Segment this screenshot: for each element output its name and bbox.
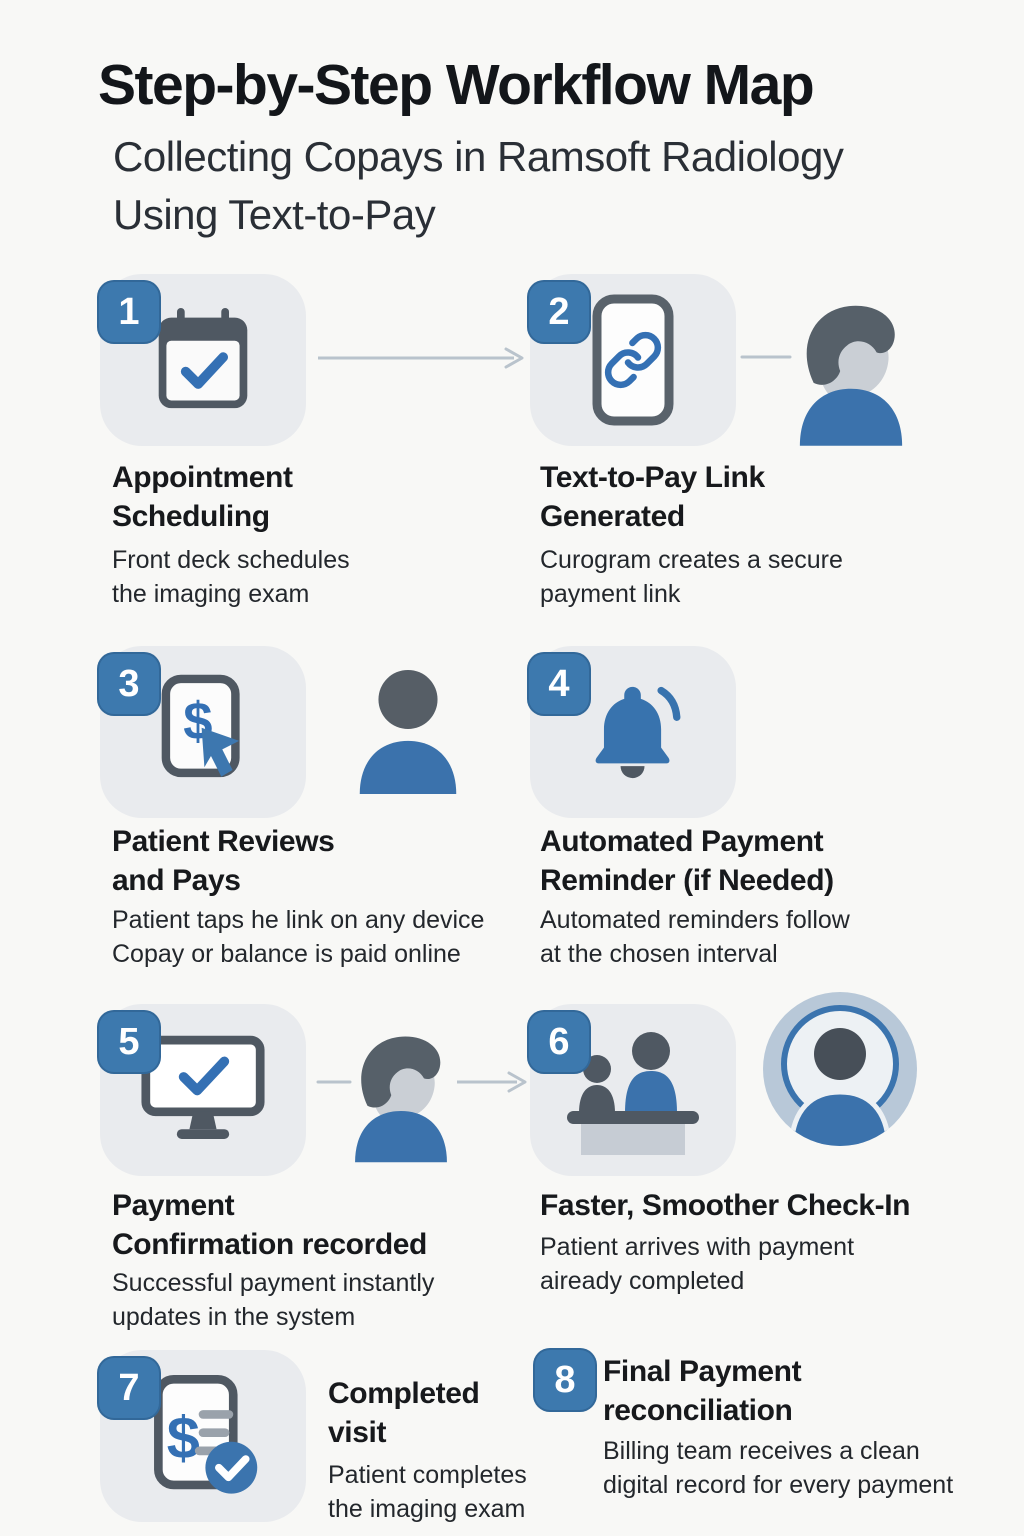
flow-connector [316, 1080, 352, 1084]
step-1-tile: 1 [97, 274, 306, 446]
calendar-check-icon [158, 308, 248, 409]
step-2-description: Curogram creates a secure payment link [540, 546, 843, 608]
person-icon [359, 669, 457, 794]
subtitle-line: Using Text-to-Pay [113, 191, 436, 238]
step-7-description: Patient completes the imaging exam [328, 1461, 527, 1523]
receipt-check-icon: $ [154, 1375, 258, 1494]
step-5-title: Payment Confirmation recorded [112, 1189, 427, 1261]
step-5-description: Successful payment instantly updates in … [112, 1269, 435, 1331]
step-8-description: Billing team receives a clean digital re… [603, 1437, 954, 1499]
page-title: Step-by-Step Workflow Map [98, 53, 815, 117]
monitor-check-icon [141, 1035, 265, 1139]
step-6-description: Patient arrives with payment aiready com… [540, 1233, 855, 1295]
person-profile-icon [799, 305, 903, 446]
step-6-title: Faster, Smoother Check-In [540, 1189, 911, 1222]
step-2-title: Text-to-Pay Link Generated [540, 461, 765, 533]
patient-avatar-icon [763, 992, 917, 1146]
flow-arrow [457, 1071, 527, 1093]
flow-connector [740, 355, 792, 359]
step-4-tile: 4 [527, 646, 736, 818]
person-profile-icon [355, 1036, 447, 1163]
step-4-description: Automated reminders follow at the chosen… [540, 906, 850, 968]
step-8-badge: 8 [533, 1348, 597, 1412]
svg-text:$: $ [167, 1404, 200, 1471]
step-4-badge: 4 [527, 652, 591, 716]
step-1-badge: 1 [97, 280, 161, 344]
page-subtitle: Collecting Copays in Ramsoft Radiology U… [113, 128, 844, 244]
step-7-title: Completed visit [328, 1377, 480, 1449]
step-4-title: Automated Payment Reminder (if Needed) [540, 825, 834, 897]
step-1-description: Front deck schedules the imaging exam [112, 546, 350, 608]
step-5-badge: 5 [97, 1010, 161, 1074]
step-5-tile: 5 [97, 1004, 306, 1176]
step-3-badge: 3 [97, 652, 161, 716]
flow-arrow [318, 347, 524, 369]
step-8-title: Final Payment reconciliation [603, 1355, 802, 1427]
phone-link-icon [592, 294, 674, 426]
step-6-tile: 6 [527, 1004, 736, 1176]
step-6-badge: 6 [527, 1010, 591, 1074]
bell-icon [595, 686, 681, 779]
step-2-tile: 2 [527, 274, 736, 446]
step-3-title: Patient Reviews and Pays [112, 825, 335, 897]
step-1-title: Appointment Scheduling [112, 461, 293, 533]
step-7-badge: 7 [97, 1356, 161, 1420]
subtitle-line: Collecting Copays in Ramsoft Radiology [113, 133, 844, 180]
step-3-tile: 3 $ [97, 646, 306, 818]
step-3-description: Patient taps he link on any device Copay… [112, 906, 485, 968]
step-7-tile: 7 $ [97, 1350, 306, 1522]
invoice-click-icon: $ [161, 674, 240, 778]
step-2-badge: 2 [527, 280, 591, 344]
